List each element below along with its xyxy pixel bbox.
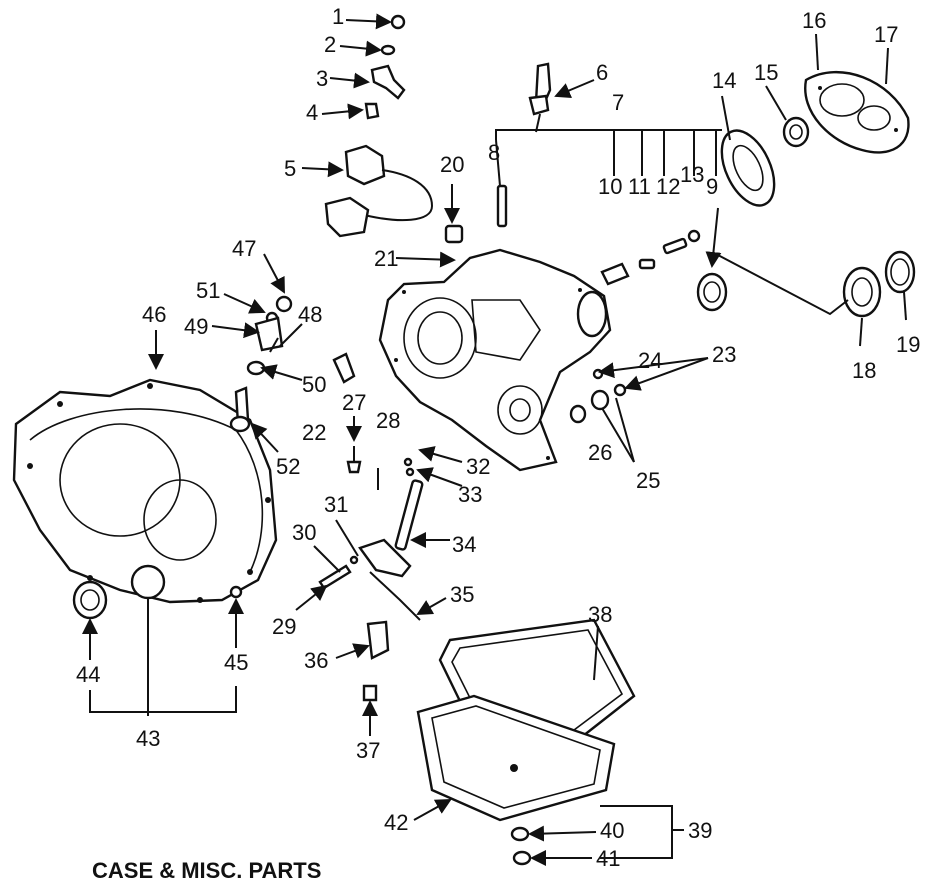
- callout-38: 38: [588, 602, 612, 627]
- callout-7: 7: [612, 90, 624, 115]
- callout-37: 37: [356, 738, 380, 763]
- part-transmission-case: [378, 248, 612, 472]
- callout-25: 25: [636, 468, 660, 493]
- callout-18: 18: [852, 358, 876, 383]
- callout-31: 31: [324, 492, 348, 517]
- part-27-bolt: [346, 446, 362, 474]
- part-23-26-hardware: [569, 368, 627, 424]
- part-45-dowel: [229, 585, 243, 599]
- callout-34: 34: [452, 532, 476, 557]
- callout-36: 36: [304, 648, 328, 673]
- callout-4: 4: [306, 100, 318, 125]
- part-36-solenoid: [366, 620, 390, 660]
- callout-labels: 1 2 3 4 5 6 7 8 9 10 11 12 13 14 15 16 1…: [76, 4, 920, 871]
- leader-lines: [82, 13, 907, 866]
- part-2-washer: [380, 44, 396, 56]
- callout-29: 29: [272, 614, 296, 639]
- callout-23: 23: [712, 342, 736, 367]
- callout-41: 41: [596, 846, 620, 871]
- callout-45: 45: [224, 650, 248, 675]
- callout-14: 14: [712, 68, 736, 93]
- callout-5: 5: [284, 156, 296, 181]
- callout-22: 22: [302, 420, 326, 445]
- part-8-shaft: [496, 184, 508, 228]
- callout-42: 42: [384, 810, 408, 835]
- callout-52: 52: [276, 454, 300, 479]
- callout-24: 24: [638, 348, 662, 373]
- callout-40: 40: [600, 818, 624, 843]
- part-42-oil-pan: [416, 694, 616, 822]
- part-9-seal: [696, 272, 728, 312]
- callout-44: 44: [76, 662, 100, 687]
- part-3-bracket: [370, 64, 406, 100]
- part-37-drain-plug: [362, 684, 378, 702]
- part-44-seal: [72, 580, 108, 620]
- callout-39: 39: [688, 818, 712, 843]
- part-41-washer: [512, 850, 532, 866]
- part-1-nut: [390, 14, 406, 30]
- callout-17: 17: [874, 22, 898, 47]
- callout-6: 6: [596, 60, 608, 85]
- part-4-bolt: [364, 102, 380, 120]
- callout-43: 43: [136, 726, 160, 751]
- callout-20: 20: [440, 152, 464, 177]
- part-40-plug: [510, 826, 530, 842]
- callout-30: 30: [292, 520, 316, 545]
- callout-8: 8: [488, 140, 500, 165]
- callout-12: 12: [656, 174, 680, 199]
- callout-50: 50: [302, 372, 326, 397]
- part-5-sensor-harness: [324, 144, 434, 238]
- callout-27: 27: [342, 390, 366, 415]
- part-47-52-assembly: [229, 295, 293, 433]
- callout-49: 49: [184, 314, 208, 339]
- diagram-caption: CASE & MISC. PARTS: [92, 858, 321, 883]
- callout-13: 13: [680, 162, 704, 187]
- part-10-12-pins: [600, 229, 701, 286]
- part-18-seal: [842, 266, 882, 318]
- part-19-seal: [884, 250, 916, 294]
- part-16-17-extension-housing: [804, 70, 910, 154]
- callout-51: 51: [196, 278, 220, 303]
- part-6-switch: [528, 62, 552, 133]
- part-46-converter-housing: [12, 378, 278, 604]
- callout-47: 47: [232, 236, 256, 261]
- callout-28: 28: [376, 408, 400, 433]
- callout-33: 33: [458, 482, 482, 507]
- callout-15: 15: [754, 60, 778, 85]
- callout-26: 26: [588, 440, 612, 465]
- callout-2: 2: [324, 32, 336, 57]
- callout-48: 48: [298, 302, 322, 327]
- callout-11: 11: [628, 174, 651, 199]
- callout-46: 46: [142, 302, 166, 327]
- part-20-plug: [444, 224, 464, 244]
- callout-1: 1: [332, 4, 344, 29]
- part-22-fitting: [332, 352, 356, 384]
- callout-3: 3: [316, 66, 328, 91]
- callout-9: 9: [706, 174, 718, 199]
- callout-10: 10: [598, 174, 622, 199]
- callout-21: 21: [374, 246, 398, 271]
- callout-35: 35: [450, 582, 474, 607]
- callout-32: 32: [466, 454, 490, 479]
- part-29-35-shift-linkage: [318, 457, 424, 621]
- callout-19: 19: [896, 332, 920, 357]
- callout-16: 16: [802, 8, 826, 33]
- part-14-cover-plate: [720, 129, 776, 207]
- part-15-bearing: [782, 116, 810, 148]
